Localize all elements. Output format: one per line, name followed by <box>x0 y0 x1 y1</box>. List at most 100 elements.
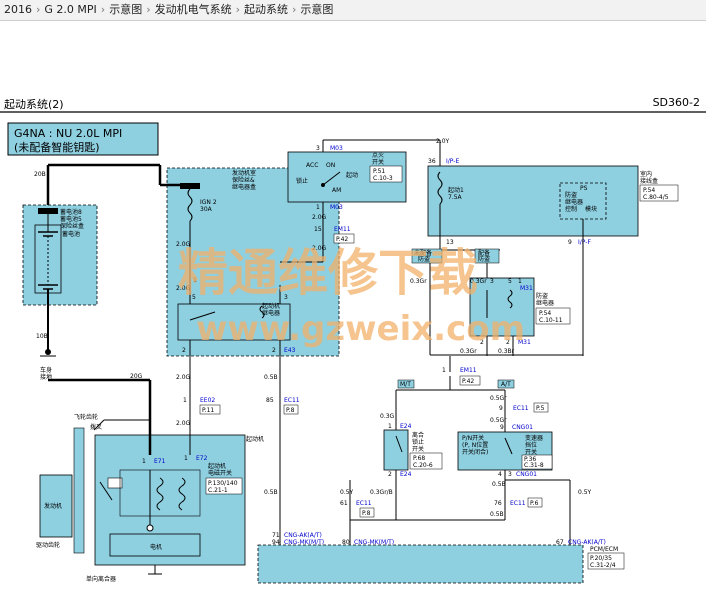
jb-fuse-1: 起动1 <box>448 186 464 194</box>
flywheel-label: 飞轮 <box>74 413 86 421</box>
imm-wire-1: 0.3Gr <box>410 278 427 285</box>
battery-label: 蓄电池 <box>62 230 80 238</box>
battery-box-label-3: 保险丝盒 <box>60 222 84 230</box>
ground-label-1: 车身 <box>40 366 52 374</box>
ec11-range-ref: P.6 <box>530 500 539 507</box>
range-connector-top: CNG01 <box>512 424 533 431</box>
pinion-label: 驱动齿轮 <box>36 541 60 549</box>
fuse-box-pin-5: 5 <box>192 294 196 301</box>
jb-pin-out-left: 13 <box>446 239 454 246</box>
engine-label: 发动机 <box>44 502 62 510</box>
flywheel <box>73 427 85 554</box>
tag-at-text: A/T <box>501 381 511 388</box>
diagram-code: SD360-2 <box>652 96 700 109</box>
jb-pin-in: 36 <box>428 158 436 165</box>
breadcrumb: 2016›G 2.0 MPI›示意图›发动机电气系统›起动系统›示意图 <box>0 0 706 21</box>
imm-wire-3: 0.3Br <box>498 348 515 355</box>
wire-20g-fuse: 2.0G <box>176 241 191 248</box>
em11-top-id: EM11 <box>334 226 351 233</box>
jb-module-5: 模块 <box>585 205 597 213</box>
wire-05b-mid: 0.5B <box>264 489 278 496</box>
variant-line2: (未配备智能钥匙) <box>14 140 100 154</box>
motor <box>109 533 201 557</box>
ee02-ref: P.11 <box>202 407 214 414</box>
tag-without-2: 防盗 <box>418 255 430 263</box>
relay-label-2: 继电器 <box>262 309 280 317</box>
ec11-right-ref: P.5 <box>536 405 545 412</box>
imm-pin-2: 2 <box>480 339 484 346</box>
starter-connector-e71: E71 <box>154 458 166 465</box>
em11-mid-ref: P.42 <box>462 378 474 385</box>
crumb-system[interactable]: 起动系统 <box>244 3 289 16</box>
jb-fuse-2: 7.5A <box>448 194 463 201</box>
range-switch-text-3: 开关闭合) <box>462 448 488 456</box>
ign-pin-3: 3 <box>316 145 320 152</box>
clutch-ref-1: P.68 <box>413 455 425 462</box>
ec11-right-pin: 9 <box>499 405 503 412</box>
clutch-connector-b: E24 <box>400 471 412 478</box>
battery-wire-bottom: 10B <box>36 333 48 340</box>
wire-20g-mid: 2.0G <box>176 374 191 381</box>
ign-pos-lock: 锁止 <box>296 177 308 185</box>
imm-connector-b: M31 <box>518 339 531 346</box>
tag-mt <box>397 379 415 389</box>
pcm-pin-80: 80 <box>342 539 350 546</box>
watermark-brand: 精通维修下载 <box>178 244 478 302</box>
fuse-box-pin-2b: 2 <box>272 347 276 354</box>
chevron-right-icon: › <box>146 3 151 16</box>
battery-box-label-1: 蓄电池8 <box>60 208 82 216</box>
tag-without-1: 未配备 <box>414 249 432 257</box>
ign-wire-in: 2.0G <box>312 214 327 221</box>
wire-05b-bottom: 0.5B <box>490 511 504 518</box>
pcm-pin-67: 67 <box>556 539 564 546</box>
imm-pin-2b: 2 <box>506 339 510 346</box>
range-switch-text-2: (P, N位置 <box>462 441 488 449</box>
imm-label-1: 防盗 <box>536 292 548 300</box>
pcm-ref-2: C.31-2/4 <box>590 562 616 569</box>
range-label-1: 变速器 <box>525 434 543 442</box>
wire-05y-right: 0.5Y <box>578 489 592 496</box>
clutch-ref-2: C.20-6 <box>413 462 433 469</box>
range-pin-4: 4 <box>498 471 502 478</box>
clutch-label-3: 开关 <box>412 445 424 453</box>
jb-ref-1: P.54 <box>643 187 655 194</box>
range-pin-3: 3 <box>508 471 512 478</box>
fuse-box-label-2: 保险丝& <box>232 176 255 184</box>
variant-line1: G4NA : NU 2.0L MPI <box>14 127 122 140</box>
watermark: 精通维修下载 www.gzweix.com <box>178 244 525 349</box>
imm-ref-1: P.54 <box>539 310 551 317</box>
crumb-section[interactable]: 示意图 <box>109 3 143 16</box>
pcm-conn-80: CNG-MK(M/T) <box>354 539 394 546</box>
imm-wire-2: 0.3Gr <box>470 278 487 285</box>
starter-pin-1: 1 <box>142 458 146 465</box>
clutch-wire-3: 0.3Gr/B <box>370 489 393 496</box>
ign-pos-start: 起动 <box>346 171 358 179</box>
motor-label: 电机 <box>150 543 162 551</box>
pcm-label: PCM/ECM <box>590 546 618 553</box>
ign-label-1: 点火 <box>372 151 384 159</box>
crumb-engine[interactable]: G 2.0 MPI <box>44 3 97 16</box>
fuse-30a: 30A <box>200 206 213 213</box>
ign-pos-acc: ACC <box>306 162 318 169</box>
crumb-page[interactable]: 示意图 <box>300 3 334 16</box>
ec11-left-pin: 85 <box>266 397 274 404</box>
fuse-box-pin-2: 2 <box>182 347 186 354</box>
ign-pos-am: AM <box>332 187 341 194</box>
diagram-title: 起动系统(2) <box>4 98 64 111</box>
tag-without-immo <box>411 248 443 264</box>
range-label-3: 开关 <box>525 448 537 456</box>
imm-pin-5: 5 <box>508 278 512 285</box>
tag-at <box>497 379 515 389</box>
crumb-category[interactable]: 发动机电气系统 <box>154 3 232 16</box>
em11-mid-pin: 1 <box>442 367 446 374</box>
fuse-box-pin-1: 1 <box>193 277 197 284</box>
chevron-right-icon: › <box>100 3 106 16</box>
crumb-year[interactable]: 2016 <box>4 3 32 16</box>
ign-connector-top: M03 <box>330 145 343 152</box>
tag-with-2: 防盗 <box>478 255 490 263</box>
fuse-box-label-1: 发动机室 <box>232 169 256 177</box>
range-wire-1: 0.5Gr <box>490 395 507 402</box>
starter-wire-20g: 20G <box>130 373 143 380</box>
jb-module-4: 控制 <box>565 205 577 213</box>
chevron-right-icon: › <box>235 3 241 16</box>
